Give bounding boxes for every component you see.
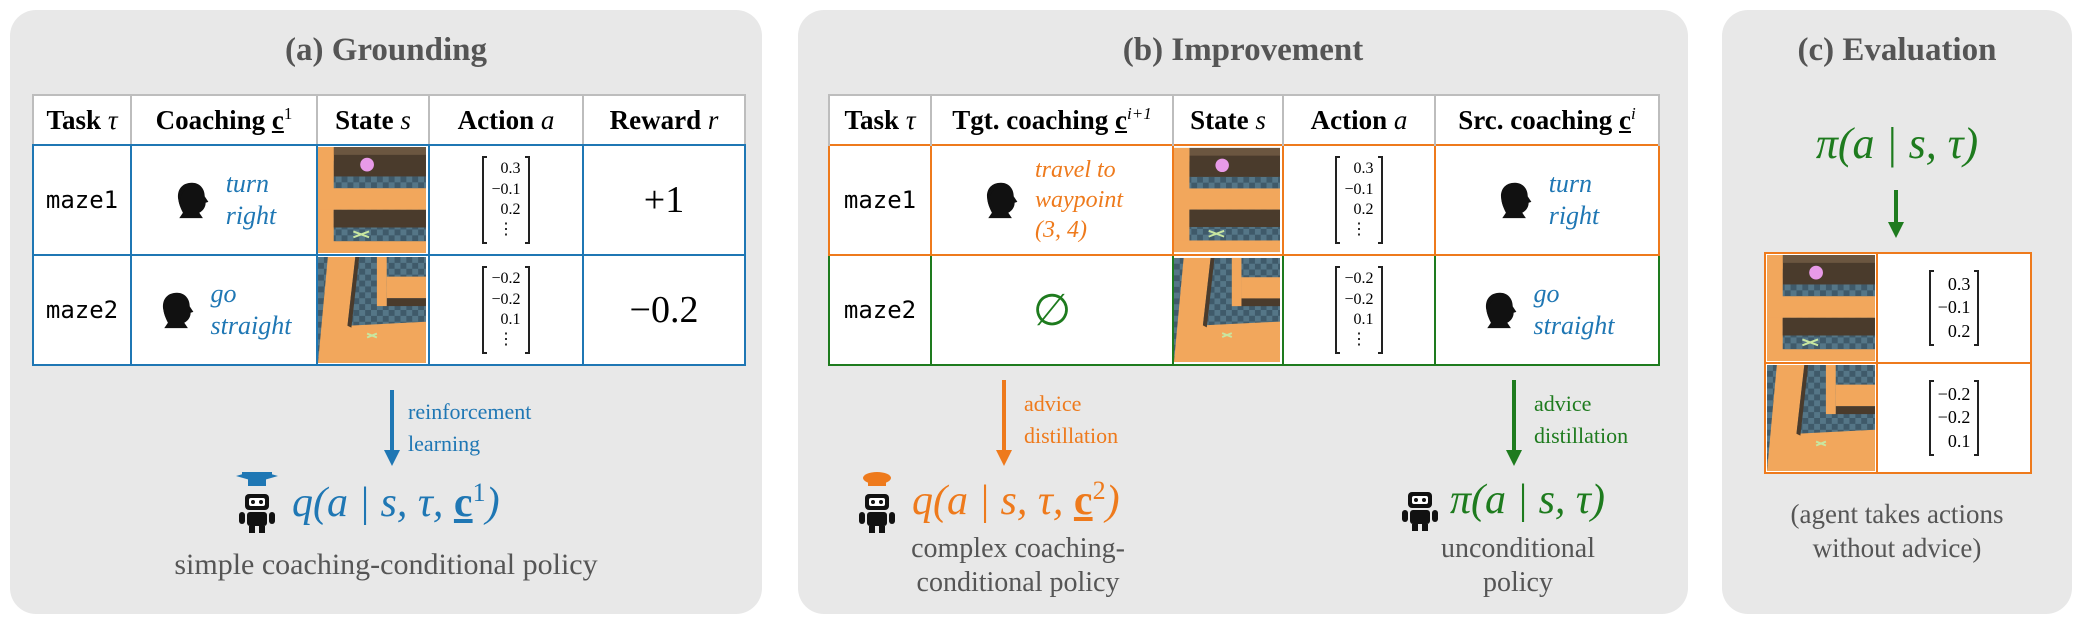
task-cell: maze1 xyxy=(32,144,132,256)
panel-title-grounding: (a) Grounding xyxy=(284,32,488,68)
header-action: Action a xyxy=(1282,94,1436,145)
right-policy-formula: π(a | s, τ) xyxy=(1450,477,1605,523)
task-cell: maze1 xyxy=(828,144,932,256)
panel-title-improvement: (b) Improvement xyxy=(1122,32,1364,68)
robot-icon xyxy=(1402,492,1438,531)
state-cell xyxy=(316,144,430,256)
state-cell xyxy=(1764,252,1878,364)
maze1-image xyxy=(1174,147,1280,253)
tgt-coaching-cell: ∅ xyxy=(930,254,1174,366)
header-task: Task τ xyxy=(828,94,932,145)
header-src-coaching: Src. coaching ci xyxy=(1434,94,1660,145)
header-state: State s xyxy=(1172,94,1284,145)
woman-head-icon xyxy=(1480,289,1520,331)
state-cell xyxy=(1172,144,1284,256)
table-header-row: Task τ Coaching c1 State s Action a Rewa… xyxy=(32,94,746,145)
header-tgt-coaching: Tgt. coaching ci+1 xyxy=(930,94,1174,145)
right-distillation-arrow xyxy=(1506,380,1522,466)
header-action: Action a xyxy=(428,94,584,145)
graduate-robot-icon xyxy=(236,472,278,533)
task-cell: maze2 xyxy=(828,254,932,366)
rl-arrow xyxy=(384,390,400,466)
state-cell xyxy=(1764,362,1878,474)
maze1-image xyxy=(318,147,426,253)
grounding-caption: simple coaching-conditional policy xyxy=(174,548,598,581)
header-coaching: Coaching c1 xyxy=(130,94,318,145)
coaching-cell: go straight xyxy=(130,254,318,366)
task-cell: maze2 xyxy=(32,254,132,366)
coaching-text-line: go xyxy=(210,278,237,308)
evaluation-arrow xyxy=(1888,190,1904,238)
grounding-table: Task τ Coaching c1 State s Action a Rewa… xyxy=(32,94,746,366)
woman-head-icon xyxy=(172,179,212,221)
header-reward: Reward r xyxy=(582,94,746,145)
state-cell xyxy=(316,254,430,366)
panel-grounding: (a) Grounding Task τ Coaching c1 State s… xyxy=(10,10,762,614)
panel-improvement: (b) Improvement Task τ Tgt. coaching ci+… xyxy=(798,10,1688,614)
evaluation-policy-formula: π(a | s, τ) xyxy=(1815,119,1979,168)
coaching-cell: turn right xyxy=(130,144,318,256)
table-header-row: Task τ Tgt. coaching ci+1 State s Action… xyxy=(828,94,1660,145)
reward-cell: +1 xyxy=(582,144,746,256)
woman-head-icon xyxy=(1495,179,1535,221)
coaching-text-line: right xyxy=(225,201,277,230)
maze2-image xyxy=(1174,257,1280,363)
header-state: State s xyxy=(316,94,430,145)
grounding-policy-formula: q(a | s, τ, c1) xyxy=(292,478,500,526)
woman-head-icon xyxy=(981,179,1021,221)
maze2-image xyxy=(318,257,426,363)
maze1-image xyxy=(1766,255,1876,361)
state-cell xyxy=(1172,254,1284,366)
reward-cell: −0.2 xyxy=(582,254,746,366)
left-distillation-arrow xyxy=(996,380,1012,466)
coaching-text-line: straight xyxy=(210,311,292,340)
header-task: Task τ xyxy=(32,94,132,145)
panel-title-evaluation: (c) Evaluation xyxy=(1797,32,1997,68)
coaching-text-line: turn xyxy=(225,168,270,198)
chef-robot-icon xyxy=(859,472,895,533)
improvement-table: Task τ Tgt. coaching ci+1 State s Action… xyxy=(828,94,1660,366)
woman-head-icon xyxy=(157,289,197,331)
maze2-image xyxy=(1766,365,1876,471)
left-policy-formula: q(a | s, τ, c2) xyxy=(912,476,1120,524)
left-policy-caption: complex coaching-conditional policy xyxy=(911,533,1125,598)
